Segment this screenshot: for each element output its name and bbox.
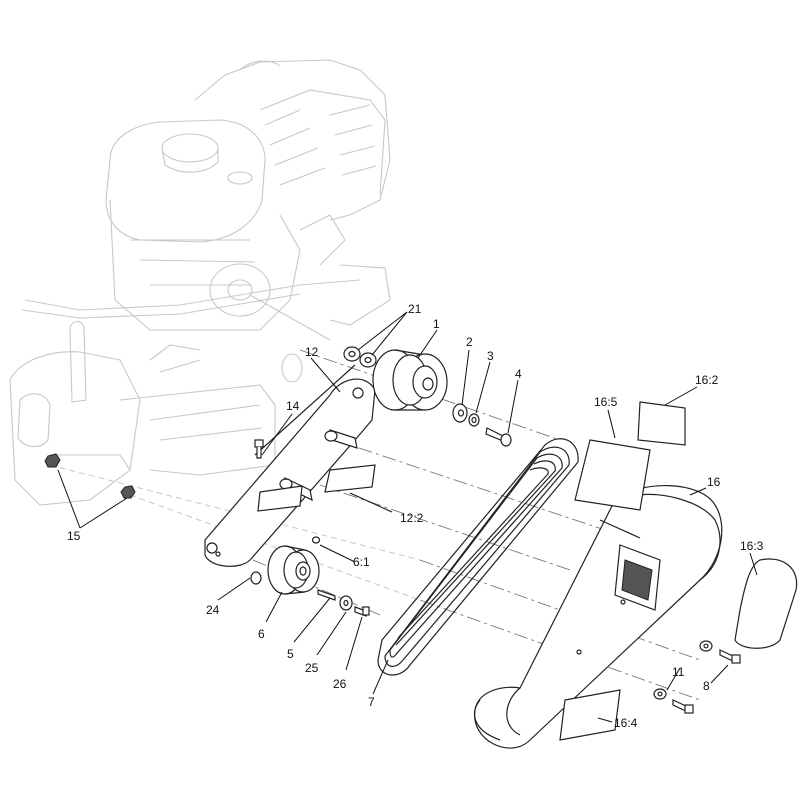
callout-21: 21 — [408, 302, 422, 316]
leader-lines — [57, 311, 758, 723]
callout-15: 15 — [67, 529, 81, 543]
decals-16-2-16-5 — [574, 401, 686, 511]
callout-26: 26 — [333, 677, 347, 691]
callout-7: 7 — [368, 695, 375, 709]
callout-labels: 21 1 2 3 4 12 14 15 12:2 6:1 24 6 5 25 2… — [67, 302, 764, 730]
callout-5: 5 — [287, 647, 294, 661]
idler-bracket-plate — [204, 364, 376, 567]
engine-ghost — [105, 59, 391, 341]
drive-belt — [377, 438, 579, 676]
nuts-15 — [44, 453, 136, 499]
plug-24 — [250, 571, 262, 585]
key-washer-bolt — [317, 589, 370, 617]
decal-12-2 — [257, 464, 376, 512]
spacer-washers — [343, 346, 377, 368]
callout-16: 16 — [707, 475, 721, 489]
guard-hardware — [576, 599, 741, 714]
callout-16-5: 16:5 — [594, 395, 618, 409]
decal-16-4 — [559, 689, 621, 741]
idler-pulley — [267, 536, 321, 595]
callout-6: 6 — [258, 627, 265, 641]
callout-6-1: 6:1 — [353, 555, 370, 569]
pulley-hardware — [452, 403, 512, 447]
belt-guard — [473, 485, 723, 749]
callout-8: 8 — [703, 679, 710, 693]
bolt-14 — [254, 439, 264, 459]
callout-4: 4 — [515, 367, 522, 381]
callout-16-2: 16:2 — [695, 373, 719, 387]
callout-1: 1 — [433, 317, 440, 331]
callout-11: 11 — [672, 665, 685, 679]
callout-2: 2 — [466, 335, 473, 349]
callout-12-2: 12:2 — [400, 511, 424, 525]
callout-3: 3 — [487, 349, 494, 363]
callout-14: 14 — [286, 399, 300, 413]
callout-16-3: 16:3 — [740, 539, 764, 553]
drive-pulley — [372, 349, 448, 411]
callout-25: 25 — [305, 661, 319, 675]
callout-16-4: 16:4 — [614, 716, 638, 730]
callout-24: 24 — [206, 603, 220, 617]
callout-12: 12 — [305, 345, 319, 359]
cover-16-3 — [734, 558, 798, 649]
